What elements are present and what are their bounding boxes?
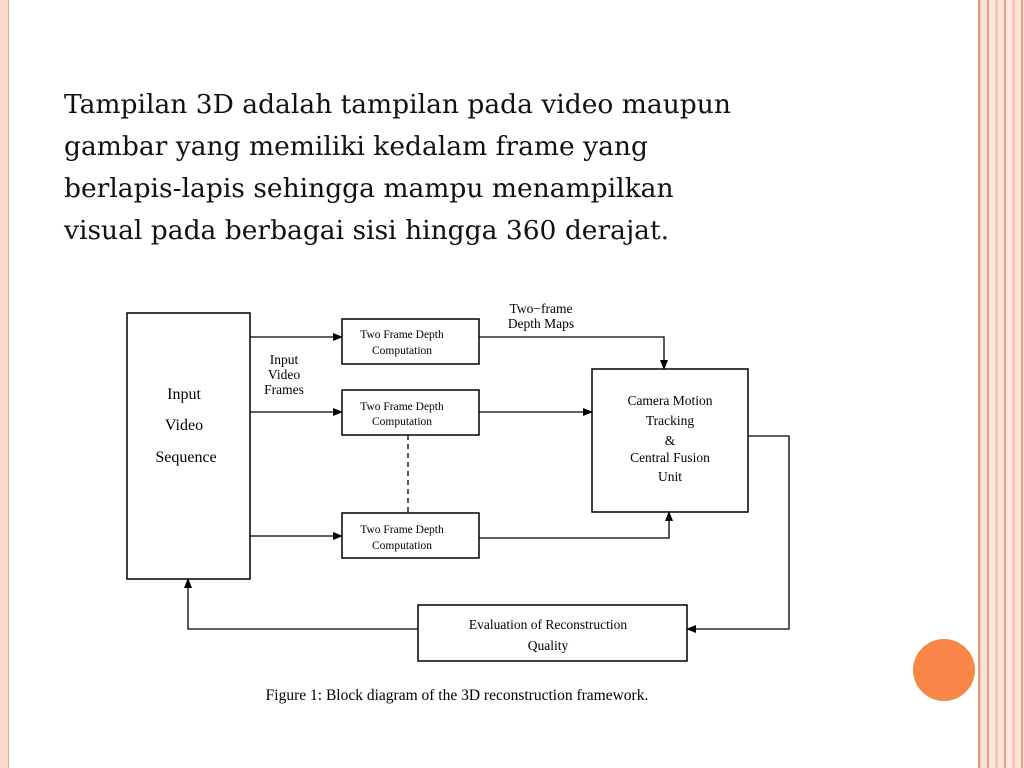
orange-circle-decoration bbox=[913, 639, 975, 701]
input-block-line-1: Input bbox=[167, 386, 201, 403]
left-border-stripe bbox=[0, 0, 9, 768]
depth-box-2-line-1: Two Frame Depth bbox=[360, 401, 444, 413]
depth-box-3-line-2: Computation bbox=[372, 540, 432, 552]
depth-box-2-line-2: Computation bbox=[372, 416, 432, 428]
arrow-depth-3-to-camera bbox=[479, 511, 673, 539]
input-sequence-box bbox=[126, 312, 251, 580]
depth-box-2 bbox=[341, 389, 480, 436]
depth-box-3-line-1: Two Frame Depth bbox=[360, 524, 444, 536]
arrow-depth-1-to-camera bbox=[479, 336, 668, 370]
camera-block-line-1: Camera Motion bbox=[627, 393, 712, 408]
camera-block-line-2: Tracking bbox=[646, 413, 695, 428]
evaluation-block-line-1: Evaluation of Reconstruction bbox=[469, 617, 627, 632]
input-block-line-2: Video bbox=[165, 417, 203, 434]
frames-label-line-2: Video bbox=[268, 367, 300, 382]
depth-box-1 bbox=[341, 318, 480, 365]
depth-box-1-line-2: Computation bbox=[372, 345, 432, 357]
evaluation-box bbox=[417, 604, 688, 662]
depth-maps-label-line-2: Depth Maps bbox=[508, 316, 574, 331]
figure-caption: Figure 1: Block diagram of the 3D recons… bbox=[266, 687, 649, 704]
camera-block-line-3: & bbox=[665, 433, 676, 448]
frames-label-line-3: Frames bbox=[264, 382, 304, 397]
camera-fusion-box bbox=[591, 368, 749, 513]
input-block-line-3: Sequence bbox=[155, 449, 216, 466]
arrow-evaluation-to-input bbox=[184, 578, 418, 630]
right-decorative-stripes bbox=[978, 0, 1024, 768]
evaluation-block-line-2: Quality bbox=[528, 638, 569, 653]
depth-maps-label-line-1: Two−frame bbox=[510, 301, 573, 316]
arrow-camera-to-evaluation bbox=[686, 435, 790, 633]
frames-label-line-1: Input bbox=[270, 352, 299, 367]
camera-block-line-4: Central Fusion bbox=[630, 450, 710, 465]
slide-paragraph: Tampilan 3D adalah tampilan pada video m… bbox=[64, 89, 731, 246]
depth-box-1-line-1: Two Frame Depth bbox=[360, 329, 444, 341]
camera-block-line-5: Unit bbox=[658, 469, 682, 484]
